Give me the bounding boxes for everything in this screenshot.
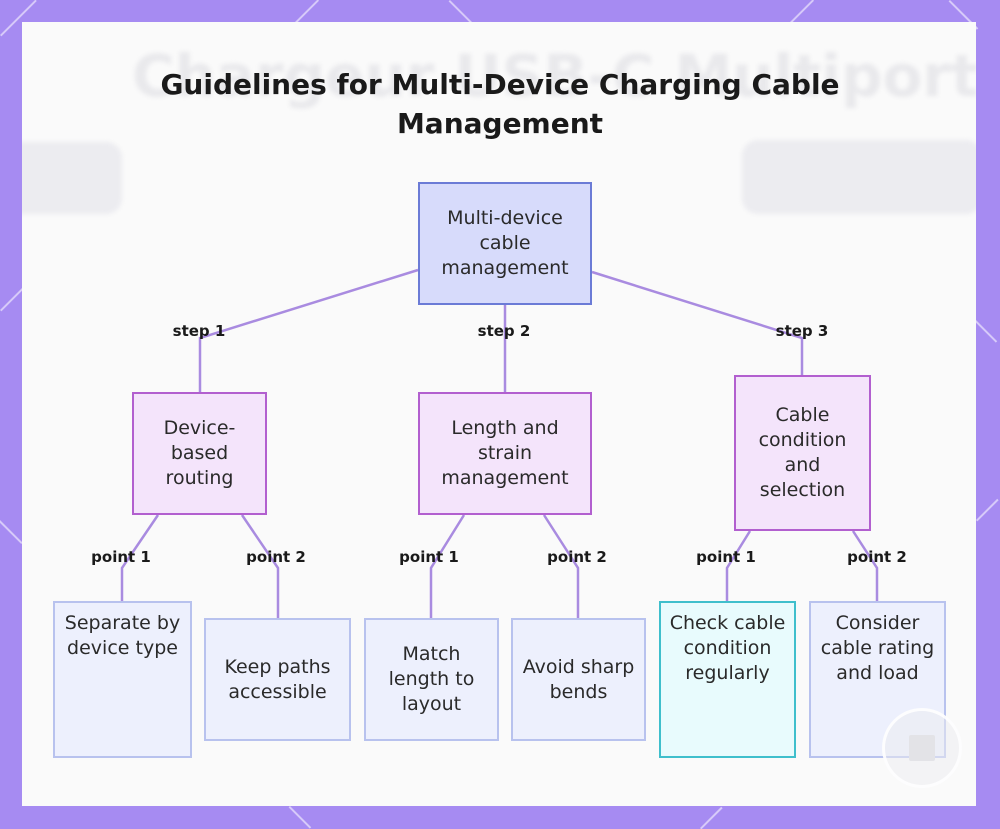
point-node-consider-cable-rating: Consider cable rating and load — [809, 601, 946, 758]
edge-step-1-point-1 — [120, 514, 160, 601]
edge-label-step-2: step 2 — [477, 322, 531, 340]
edge-label-point: point 1 — [696, 548, 756, 566]
edge-label-step-1: step 1 — [172, 322, 226, 340]
point-node-label: Match length to layout — [388, 643, 475, 715]
root-node-label: Multi-device cable management — [441, 207, 569, 279]
point-node-separate-by-device: Separate by device type — [53, 601, 192, 758]
step-node-label: Cable condition and selection — [758, 404, 847, 501]
point-node-label: Consider cable rating and load — [820, 612, 935, 684]
step-node-device-routing: Device-based routing — [132, 392, 267, 515]
point-node-keep-paths-accessible: Keep paths accessible — [204, 618, 351, 741]
root-node: Multi-device cable management — [418, 182, 592, 305]
background-decoration — [22, 142, 122, 214]
point-node-avoid-sharp-bends: Avoid sharp bends — [511, 618, 646, 741]
background-decoration — [742, 140, 976, 214]
diagram-title: Guidelines for Multi-Device Charging Cab… — [160, 68, 840, 140]
edge-label-point: point 2 — [847, 548, 907, 566]
point-node-match-length: Match length to layout — [364, 618, 499, 741]
edge-label-point: point 1 — [399, 548, 459, 566]
edge-root-step-1 — [198, 268, 419, 392]
step-node-label: Device-based routing — [163, 417, 236, 489]
edge-step-3-point-1 — [725, 530, 752, 601]
edge-root-step-3 — [591, 270, 804, 375]
corner-badge-icon — [882, 708, 962, 788]
edge-label-point: point 2 — [246, 548, 306, 566]
step-node-length-strain: Length and strain management — [418, 392, 592, 515]
edge-label-step-3: step 3 — [775, 322, 829, 340]
point-node-label: Check cable condition regularly — [669, 612, 786, 684]
point-node-check-cable-condition: Check cable condition regularly — [659, 601, 796, 758]
edge-step-2-point-2 — [542, 514, 580, 618]
edge-label-point: point 2 — [547, 548, 607, 566]
point-node-label: Separate by device type — [64, 612, 181, 659]
step-node-cable-condition: Cable condition and selection — [734, 375, 871, 531]
point-node-label: Keep paths accessible — [224, 655, 331, 703]
step-node-label: Length and strain management — [441, 417, 569, 489]
edge-step-1-point-2 — [240, 514, 280, 618]
edge-step-2-point-1 — [429, 514, 466, 618]
edge-step-3-point-2 — [851, 530, 879, 601]
background-watermark-text: Chargeur USB-C Multiport — [132, 42, 976, 110]
edge-label-point: point 1 — [91, 548, 151, 566]
point-node-label: Avoid sharp bends — [522, 655, 635, 703]
